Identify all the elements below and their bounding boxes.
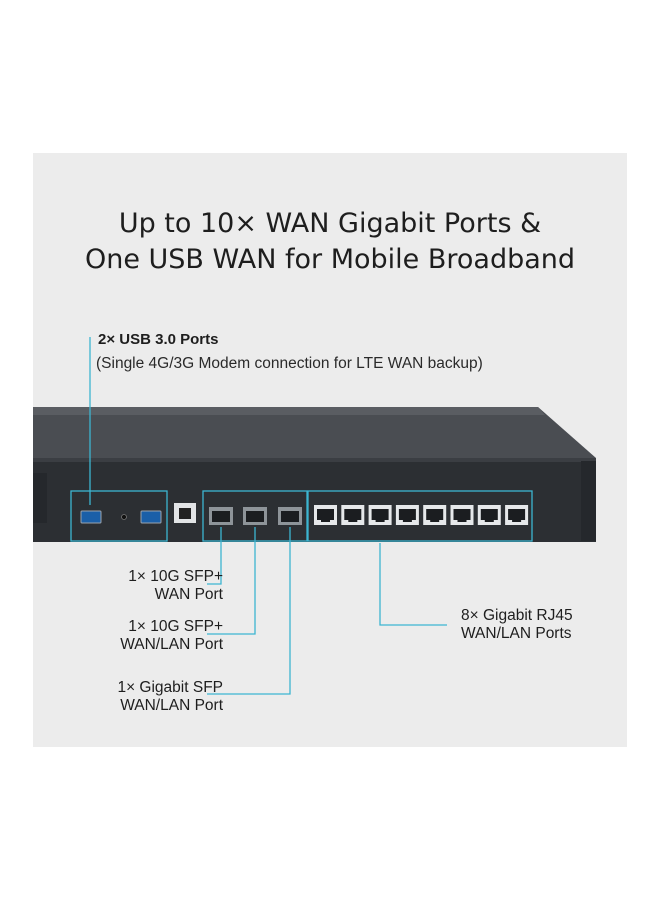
sfp-wan-callout-line (207, 527, 222, 585)
gigabit-sfp-label-line-1: 1× Gigabit SFP (117, 679, 223, 696)
sfp-wan-label-line-2: WAN Port (154, 586, 223, 603)
rj45-port-socket (344, 509, 362, 522)
callout-lines (89, 337, 447, 695)
router-illustration (33, 337, 596, 695)
sfp-port-2-slot (246, 511, 264, 522)
usb-highlight-box (70, 490, 168, 542)
headline-line-2: One USB WAN for Mobile Broadband (84, 244, 576, 275)
rj45-port-socket (398, 509, 416, 522)
sfp-wan-label-line-1: 1× 10G SFP+ (128, 568, 223, 585)
rj45-callout-line (379, 543, 447, 626)
chassis-top (33, 407, 596, 458)
chassis-bracket (581, 461, 596, 541)
sfp-wanlan-label-line-1: 1× 10G SFP+ (128, 618, 223, 635)
console-port-inner (179, 508, 191, 519)
product-panel: Up to 10× WAN Gigabit Ports & One USB WA… (33, 153, 627, 747)
chassis-edge (33, 407, 545, 415)
rj45-port-socket (426, 509, 444, 522)
usb-port-2 (140, 510, 162, 524)
chassis-front-edge (33, 458, 596, 462)
gigabit-sfp-label: 1× Gigabit SFP WAN/LAN Port (117, 679, 223, 715)
sfp-wan-label: 1× 10G SFP+ WAN Port (128, 568, 223, 604)
rj45-port-socket (480, 509, 498, 522)
rj45-label-line-1: 8× Gigabit RJ45 (461, 607, 573, 624)
rj45-label-line-2: WAN/LAN Ports (461, 625, 572, 642)
sfp-port-3-slot (281, 511, 299, 522)
rj45-port-socket (317, 509, 334, 522)
gigabit-sfp-label-line-2: WAN/LAN Port (120, 697, 223, 714)
sfp-wanlan-callout-line (207, 527, 256, 635)
reset-button (121, 514, 127, 520)
rj45-port-socket (371, 509, 389, 522)
chassis-left-end (33, 473, 47, 523)
rj45-label: 8× Gigabit RJ45 WAN/LAN Ports (461, 607, 573, 643)
sfp-wanlan-label: 1× 10G SFP+ WAN/LAN Port (120, 618, 223, 654)
usb-port-1 (80, 510, 102, 524)
usb-ports-title: 2× USB 3.0 Ports (98, 331, 219, 348)
chassis-front (33, 458, 596, 542)
rj45-ports (314, 505, 529, 525)
sfp-port-1-slot (212, 511, 230, 522)
headline-line-1: Up to 10× WAN Gigabit Ports & (118, 208, 542, 239)
rj45-port-socket (453, 509, 471, 522)
rj45-highlight-box (307, 490, 533, 542)
rj45-port-socket (508, 509, 526, 522)
gigabit-sfp-callout-line (207, 527, 291, 695)
usb-ports-subtitle: (Single 4G/3G Modem connection for LTE W… (96, 355, 483, 372)
sfp-wanlan-label-line-2: WAN/LAN Port (120, 636, 223, 653)
